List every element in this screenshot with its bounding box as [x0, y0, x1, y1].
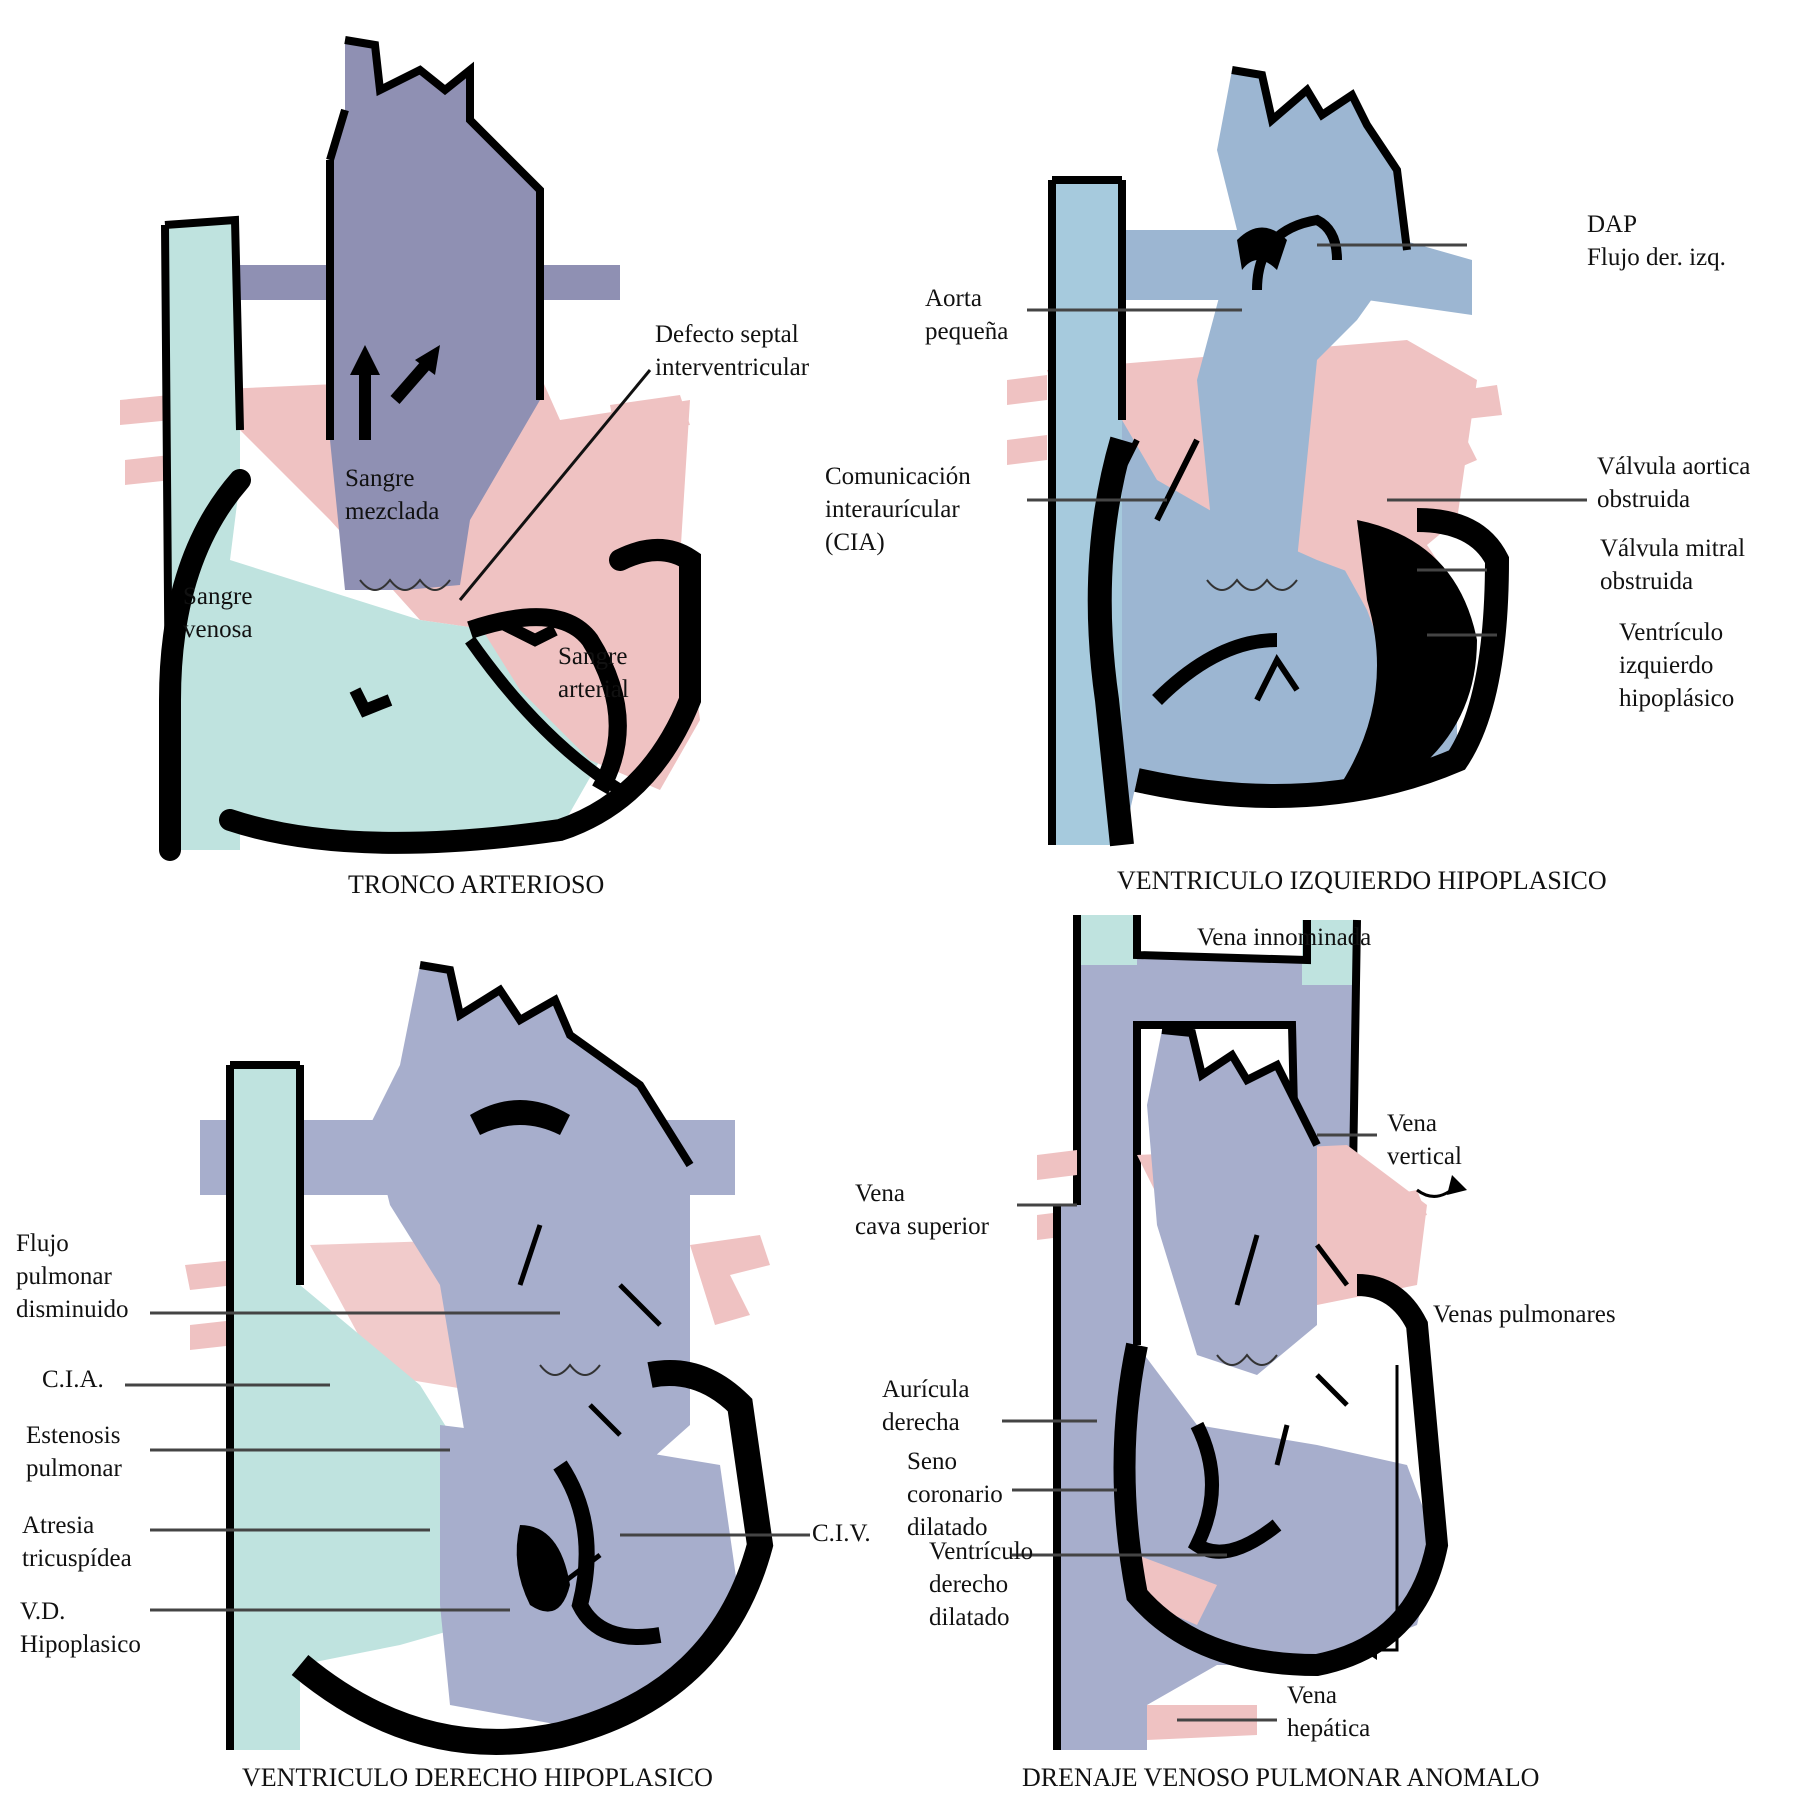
truncus-outline: [326, 36, 544, 440]
label-valvula-aortica: Válvula aortica obstruida: [1597, 453, 1751, 513]
pulmonary-inner-gap: [470, 1100, 570, 1135]
pulmonary-veins-right: [1337, 1190, 1427, 1275]
label-venas-pulmonares: Venas pulmonares: [1433, 1301, 1616, 1328]
label-vena-vertical: Vena vertical: [1387, 1110, 1462, 1170]
panel-tronco-arterioso: Defecto septal interventricular Sangre m…: [0, 0, 897, 905]
caption-ventriculo-derecho: VENTRICULO DERECHO HIPOPLASICO: [242, 1763, 713, 1792]
arrowhead-up: [350, 345, 380, 375]
label-sangre-arterial: Sangre arterial: [558, 643, 629, 703]
valve-lines: [1206, 578, 1298, 591]
ductus-arrow: [1252, 214, 1342, 291]
svc-outline: [161, 215, 244, 851]
pulmonary-stub-left: [185, 1260, 235, 1350]
svc-shape: [1052, 180, 1457, 845]
flow-arrow-cia: [1094, 438, 1200, 522]
inner-wall: [1187, 1421, 1282, 1559]
tronco-arterioso-diagram: [120, 36, 701, 861]
panel-ventriculo-derecho: Flujo pulmonar disminuido C.I.A. Estenos…: [0, 905, 897, 1810]
caption-drenaje-venoso: DRENAJE VENOSO PULMONAR ANOMALO: [1022, 1763, 1540, 1792]
ventriculo-derecho-diagram: [125, 961, 810, 1755]
inner-rv-wall: [1152, 633, 1278, 705]
label-auricula-derecha: Aurícula derecha: [882, 1376, 970, 1436]
heart-wall-outline: [1113, 1274, 1449, 1677]
label-defecto-septal: Defecto septal interventricular: [655, 321, 810, 381]
label-valvula-mitral: Válvula mitral obstruida: [1600, 535, 1746, 595]
lv-wall: [1337, 520, 1477, 790]
pulmonary-stub-right: [1427, 385, 1502, 475]
label-atresia-tricuspidea: Atresia tricuspídea: [22, 1512, 132, 1572]
panel-drenaje-venoso: Vena innominada Vena vertical Vena cava …: [855, 905, 1794, 1810]
drenaje-venoso-diagram: [1002, 915, 1467, 1750]
svc-outline: [1053, 1205, 1141, 1750]
label-dap: DAP Flujo der. izq.: [1587, 211, 1726, 271]
defecto-leader-line: [458, 369, 652, 601]
label-vena-hepatica: Vena hepática: [1287, 1682, 1371, 1742]
label-seno-coronario: Seno coronario dilatado: [907, 1448, 1003, 1541]
label-vena-cava: Vena cava superior: [855, 1180, 989, 1240]
superior-vena-cava-shape: [165, 220, 600, 850]
flow-arrow-lower: [349, 687, 393, 718]
arrowhead-up-right: [1447, 1175, 1467, 1195]
label-flujo-pulmonar: Flujo pulmonar disminuido: [16, 1230, 129, 1323]
flow-arrows: [517, 1224, 662, 1587]
label-cia: C.I.A.: [42, 1366, 104, 1393]
heart-wall-outline: [291, 1360, 774, 1755]
svc-outline: [1048, 176, 1126, 845]
aorta-shape: [370, 965, 690, 1505]
pulmonary-vein-stub-left: [120, 395, 172, 485]
flow-arrows: [1234, 1234, 1349, 1466]
label-ventriculo-derecho: Ventrículo derecho dilatado: [929, 1538, 1034, 1631]
label-ventriculo-izquierdo: Ventrículo izquierdo hipoplásico: [1619, 619, 1735, 712]
valve-lines: [1216, 1353, 1278, 1366]
aorta-shape: [1147, 1030, 1317, 1375]
caption-tronco-arterioso: TRONCO ARTERIOSO: [348, 870, 605, 899]
aorta-outline: [1161, 1026, 1321, 1147]
inner-wall: [553, 1460, 662, 1645]
inner-wall-right: [465, 636, 624, 796]
aorta-outline: [419, 961, 694, 1168]
label-aorta-pequena: Aorta pequeña: [925, 285, 1009, 345]
label-civ: C.I.V.: [812, 1520, 871, 1547]
flow-arrow-arterial: [502, 619, 558, 647]
valve-lines: [359, 578, 451, 591]
hepatic-pink-bottom: [1147, 1705, 1257, 1740]
aorta-outline: [1231, 66, 1411, 251]
hepatic-vein-shape: [1127, 1555, 1217, 1625]
panel-ventriculo-izquierdo: DAP Flujo der. izq. Aorta pequeña Comuni…: [825, 0, 1794, 905]
caption-ventriculo-izquierdo: VENTRICULO IZQUIERDO HIPOPLASICO: [1117, 866, 1607, 895]
heart-wall-outline: [1087, 436, 1510, 847]
label-cia: Comunicación interaurícular (CIA): [825, 463, 971, 556]
label-sangre-venosa: Sangre venosa: [183, 583, 253, 643]
pulmonary-stub-left: [1007, 375, 1047, 465]
septal-dark-blob: [516, 1525, 570, 1612]
arrowhead-left: [1362, 1640, 1377, 1660]
pulmonary-vein-stub-right: [610, 395, 690, 485]
ventriculo-izquierdo-diagram: [1007, 66, 1587, 847]
pulmonary-stub-right: [690, 1235, 770, 1325]
septum-wall: [467, 608, 627, 795]
label-sangre-mezclada: Sangre mezclada: [345, 465, 440, 525]
label-vena-innominada: Vena innominada: [1197, 924, 1372, 951]
flow-arrow-rv: [1254, 654, 1300, 702]
aorta-arch-shape: [1197, 70, 1407, 580]
label-vd-hipoplasico: V.D. Hipoplasico: [20, 1598, 141, 1658]
svc-outline: [226, 1061, 304, 1750]
valve-lines: [539, 1363, 601, 1376]
label-estenosis-pulmonar: Estenosis pulmonar: [26, 1422, 122, 1482]
arrowhead-diag: [415, 345, 440, 375]
svc-shape: [230, 1065, 470, 1750]
truncus-shape: [330, 40, 540, 590]
innominate-vein-shape: [1077, 915, 1357, 1305]
